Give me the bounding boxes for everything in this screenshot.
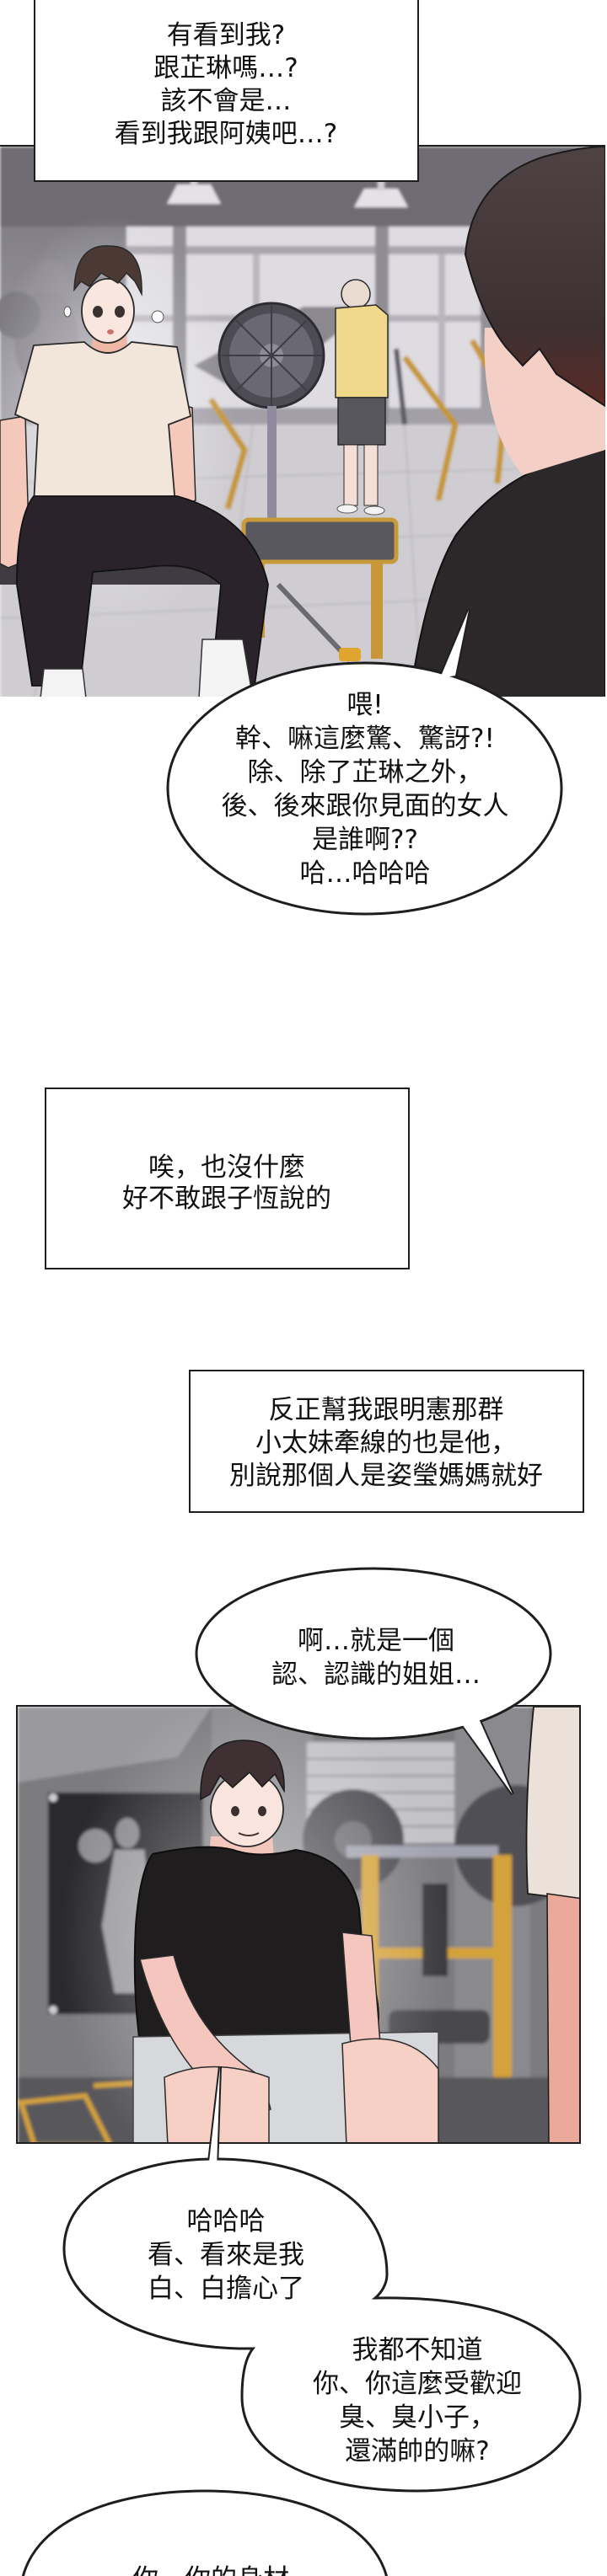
text-line: 哈哈哈 bbox=[186, 2206, 266, 2237]
speech-text-1: 喂! 幹、嘛這麼驚、驚訝?! 除、除了芷琳之外， 後、後來跟你見面的女人 是誰啊… bbox=[171, 688, 559, 890]
text-line: 你、你這麼受歡迎 bbox=[313, 2369, 522, 2399]
seated-guy-black-shirt bbox=[60, 1707, 448, 2142]
panel-2-gym-scene bbox=[16, 1705, 581, 2144]
text-line: 除、除了芷琳之外， bbox=[247, 757, 483, 788]
text-line: 是誰啊?? bbox=[312, 825, 418, 855]
text-line: 好不敢跟子恆說的 bbox=[122, 1184, 331, 1214]
text-line: 該不會是… bbox=[160, 86, 292, 116]
text-line: 唉，也沒什麼 bbox=[148, 1152, 305, 1183]
text-line: 臭、臭小子， bbox=[339, 2402, 496, 2433]
seated-guy-white-shirt bbox=[0, 214, 269, 697]
narration-text-1: 有看到我? 跟芷琳嗎…? 該不會是… 看到我跟阿姨吧…? bbox=[32, 19, 420, 151]
text-line: 看到我跟阿姨吧…? bbox=[114, 119, 338, 149]
narration-text-2: 唉，也沒什麼 好不敢跟子恆說的 bbox=[33, 1152, 421, 1215]
speech-text-3: 哈哈哈 看、看來是我 白、白擔心了 bbox=[32, 2205, 420, 2306]
text-line: 哈…哈哈哈 bbox=[299, 858, 431, 889]
narration-box-2 bbox=[45, 1088, 410, 1269]
text-line: 後、後來跟你見面的女人 bbox=[221, 791, 509, 821]
standing-fan bbox=[218, 302, 325, 545]
text-line: 我都不知道 bbox=[352, 2335, 483, 2365]
narration-text-3: 反正幫我跟明憲那群 小太妹牽線的也是他， 別說那個人是姿瑩媽媽就好 bbox=[192, 1394, 580, 1493]
speech-text-4: 我都不知道 你、你這麼受歡迎 臭、臭小子， 還滿帥的嘛? bbox=[223, 2333, 607, 2468]
speech-text-5: 你、你的身材 bbox=[17, 2563, 405, 2576]
panel-1-gym-scene bbox=[0, 145, 605, 697]
narration-box-1 bbox=[34, 0, 419, 182]
panel-2-illustration bbox=[18, 1707, 579, 2142]
text-line: 小太妹牽線的也是他， bbox=[255, 1428, 517, 1458]
text-line: 白、白擔心了 bbox=[148, 2274, 304, 2304]
narration-box-3 bbox=[189, 1370, 584, 1513]
text-line: 反正幫我跟明憲那群 bbox=[268, 1395, 504, 1425]
speech-text-2: 啊…就是一個 認、認識的姐姐… bbox=[182, 1624, 570, 1692]
text-line: 你、你的身材 bbox=[17, 2563, 405, 2576]
text-line: 跟芷琳嗎…? bbox=[153, 53, 298, 83]
text-line: 幹、嘛這麼驚、驚訝?! bbox=[235, 724, 495, 754]
text-line: 看、看來是我 bbox=[148, 2240, 304, 2270]
text-line: 喂! bbox=[346, 690, 384, 720]
text-line: 有看到我? bbox=[166, 20, 286, 51]
text-line: 還滿帥的嘛? bbox=[345, 2436, 490, 2466]
center-bench bbox=[241, 517, 399, 663]
bald-man-standing bbox=[335, 279, 389, 516]
panel-1-illustration bbox=[0, 147, 605, 697]
text-line: 認、認識的姐姐… bbox=[271, 1659, 481, 1690]
text-line: 啊…就是一個 bbox=[298, 1626, 454, 1656]
text-line: 別說那個人是姿瑩媽媽就好 bbox=[229, 1461, 543, 1491]
